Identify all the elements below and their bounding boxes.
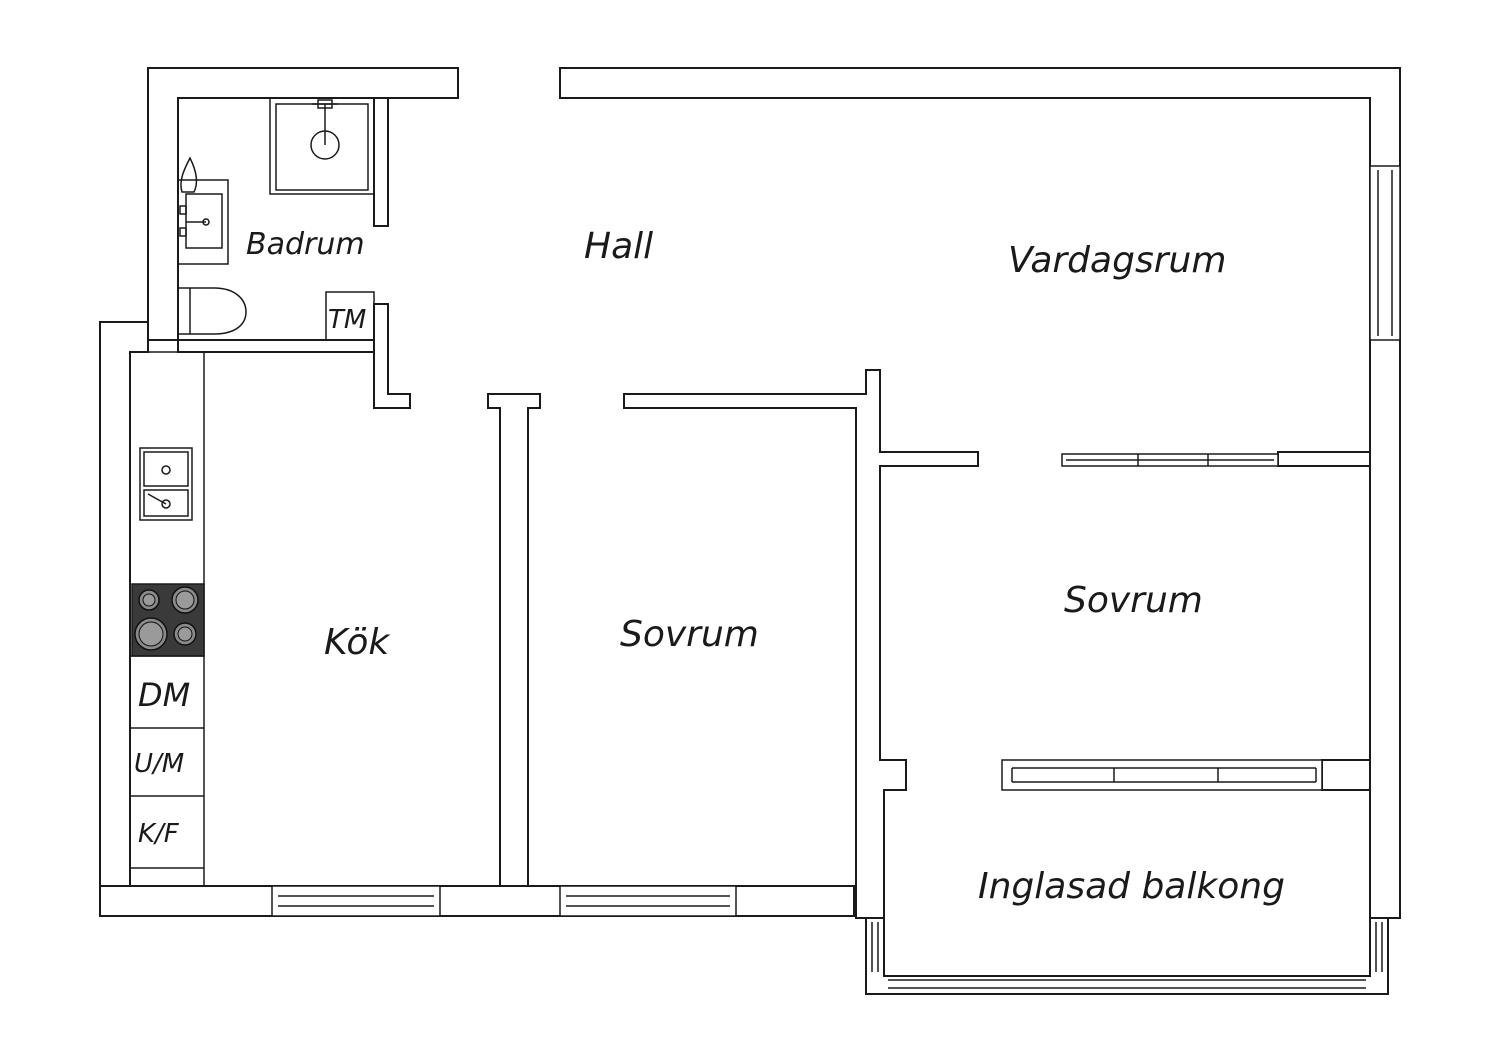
- label-um: U/M: [134, 749, 184, 779]
- label-vardagsrum: Vardagsrum: [1008, 240, 1226, 281]
- windows: [271, 165, 1401, 989]
- sink-icon: [177, 156, 229, 265]
- kitchen-fixtures: [129, 351, 205, 887]
- label-tm: TM: [328, 305, 366, 335]
- shower-icon: [269, 97, 375, 195]
- window-balcony-bottom: [888, 979, 1366, 989]
- wall-kitchen-bedroom: [487, 393, 541, 887]
- label-sovrum-right: Sovrum: [1064, 580, 1203, 621]
- stove-icon: [131, 583, 205, 657]
- window-partition-upper: [1061, 453, 1279, 467]
- balcony: [865, 917, 1389, 995]
- window-bedroom: [559, 885, 737, 917]
- label-balkong: Inglasad balkong: [978, 866, 1285, 907]
- wall-living-bedroom: [1277, 451, 1371, 467]
- label-badrum: Badrum: [246, 227, 365, 262]
- bathroom-fixtures: [177, 97, 375, 341]
- wall-bath-right-lower: [373, 303, 411, 409]
- washing-machine-box: [325, 291, 375, 341]
- label-kok: Kök: [324, 622, 391, 663]
- label-kf: K/F: [138, 819, 180, 849]
- window-partition-lower: [1001, 759, 1323, 791]
- window-balcony-right: [1375, 922, 1383, 972]
- window-living-right: [1369, 165, 1401, 341]
- wall-bedroom-right-bottom: [1321, 759, 1371, 791]
- kitchen-sink-icon: [139, 447, 193, 521]
- label-sovrum-middle: Sovrum: [620, 614, 759, 655]
- wall-bath-bottom: [177, 339, 375, 353]
- wall-bath-right-upper: [373, 97, 389, 227]
- wall-bedroom-top: [623, 369, 979, 919]
- window-balcony-left: [871, 922, 879, 972]
- window-kitchen: [271, 885, 441, 917]
- wall-bottom: [99, 885, 855, 917]
- label-dm: DM: [138, 676, 190, 714]
- interior-walls: [177, 97, 1371, 919]
- balcony-outline: [865, 917, 1389, 995]
- appliance-labels: TM DM U/M K/F: [134, 305, 366, 849]
- wall-top-left: [147, 67, 459, 341]
- toilet-icon: [178, 287, 247, 335]
- label-hall: Hall: [584, 226, 653, 267]
- room-labels: Badrum Hall Vardagsrum Kök Sovrum Sovrum…: [246, 226, 1285, 907]
